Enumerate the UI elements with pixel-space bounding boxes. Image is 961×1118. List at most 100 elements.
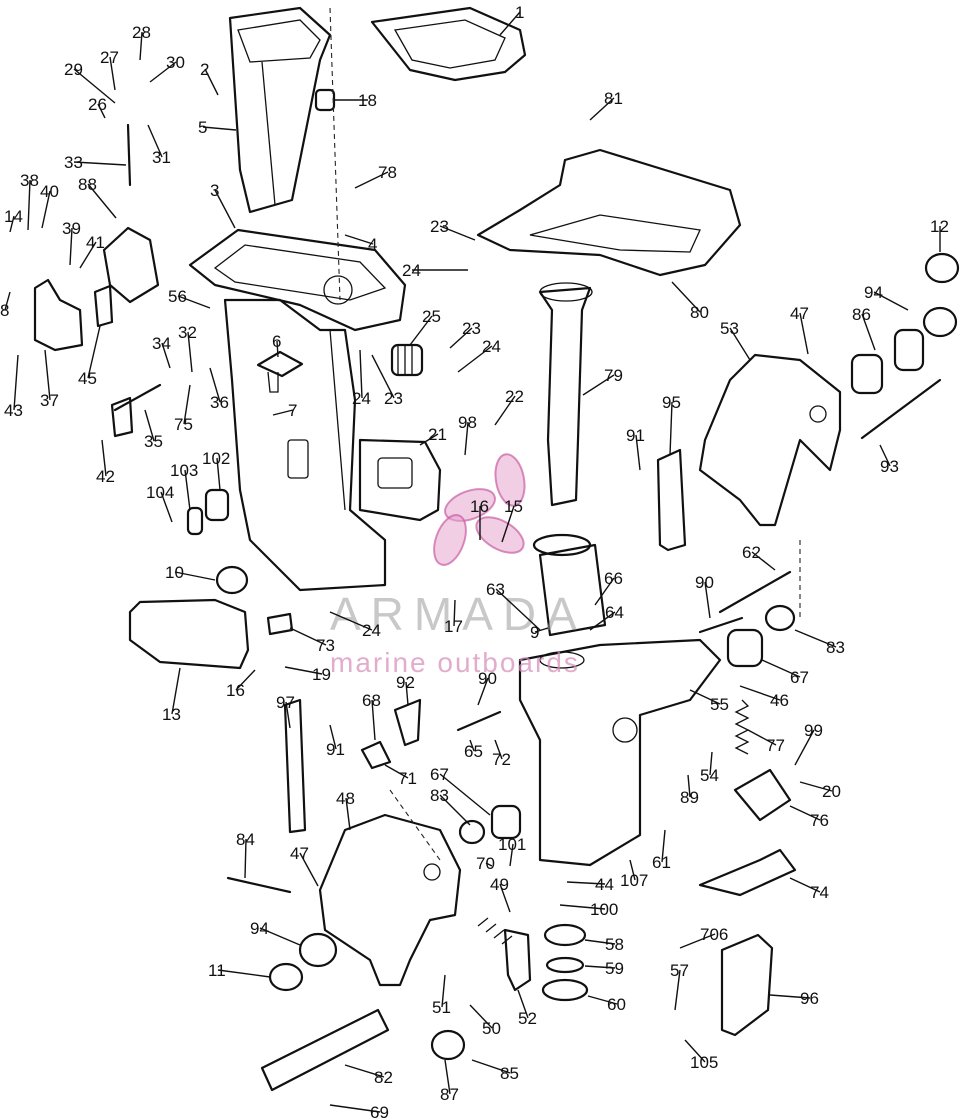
callout-leader-33 bbox=[73, 161, 127, 166]
callout-label-72: 72 bbox=[492, 750, 511, 769]
callout-leader-83b bbox=[439, 794, 471, 826]
part-lever-52 bbox=[503, 928, 532, 992]
part-spring-49 bbox=[477, 917, 513, 945]
part-cover-13 bbox=[128, 598, 250, 670]
callout-label-34: 34 bbox=[152, 334, 171, 353]
callout-label-35: 35 bbox=[144, 432, 163, 451]
part-rod-33 bbox=[126, 123, 132, 187]
part-bushing-67b bbox=[490, 804, 522, 840]
callout-label-42: 42 bbox=[96, 467, 115, 486]
callout-leader-64 bbox=[589, 611, 616, 631]
callout-label-29: 29 bbox=[64, 60, 83, 79]
part-washer-83b bbox=[458, 819, 486, 845]
callout-leader-24d bbox=[329, 611, 373, 631]
callout-leader-51 bbox=[441, 974, 446, 1008]
callout-label-69: 69 bbox=[370, 1103, 389, 1118]
part-gasket-103 bbox=[186, 506, 204, 536]
callout-leader-67b bbox=[439, 773, 491, 816]
callout-leader-16b bbox=[235, 669, 256, 691]
part-ring-59 bbox=[545, 956, 585, 974]
callout-label-79: 79 bbox=[604, 366, 623, 385]
callout-label-65: 65 bbox=[464, 742, 483, 761]
callout-leader-47b bbox=[299, 852, 319, 887]
callout-leader-71 bbox=[384, 764, 409, 779]
part-bushing-73 bbox=[266, 612, 294, 636]
callout-leader-74 bbox=[789, 877, 821, 893]
part-cap-11 bbox=[268, 962, 304, 992]
callout-label-23c: 23 bbox=[462, 319, 481, 338]
part-bracket-96 bbox=[720, 933, 774, 1037]
callout-label-3: 3 bbox=[210, 181, 219, 200]
callout-leader-2 bbox=[204, 68, 219, 96]
callout-leader-81 bbox=[589, 97, 615, 121]
callout-label-89: 89 bbox=[680, 788, 699, 807]
part-gasket-102 bbox=[204, 488, 230, 522]
callout-label-62: 62 bbox=[742, 543, 761, 562]
callout-label-63: 63 bbox=[486, 580, 505, 599]
callout-leader-60 bbox=[587, 995, 618, 1005]
callout-leader-41 bbox=[79, 241, 97, 269]
callout-label-21: 21 bbox=[428, 425, 447, 444]
part-lever-76 bbox=[733, 768, 792, 822]
callout-leader-42 bbox=[101, 439, 107, 477]
part-plug-10 bbox=[215, 565, 249, 595]
callout-leader-23b bbox=[371, 354, 395, 399]
callout-leader-58 bbox=[584, 939, 616, 945]
part-bar-82 bbox=[260, 1008, 390, 1092]
callout-label-103: 103 bbox=[170, 461, 198, 480]
part-bushing-86b bbox=[893, 328, 925, 372]
callout-leader-75 bbox=[183, 384, 191, 425]
callout-label-93: 93 bbox=[880, 457, 899, 476]
part-swivel-bracket-80 bbox=[476, 148, 742, 277]
callout-leader-56 bbox=[177, 295, 211, 309]
parts-line-art bbox=[33, 6, 960, 1092]
callout-leader-102 bbox=[216, 457, 221, 491]
part-lever-92 bbox=[393, 698, 422, 747]
callout-label-24b: 24 bbox=[352, 389, 371, 408]
part-disc-87 bbox=[430, 1029, 466, 1061]
callout-label-23b: 23 bbox=[384, 389, 403, 408]
callout-label-27: 27 bbox=[100, 48, 119, 67]
callout-label-16a: 16 bbox=[470, 497, 489, 516]
callout-label-50: 50 bbox=[482, 1019, 501, 1038]
callout-label-86: 86 bbox=[852, 305, 871, 324]
callout-leader-67a bbox=[761, 659, 801, 678]
callout-label-106: 706 bbox=[700, 925, 728, 944]
callout-label-16b: 16 bbox=[226, 681, 245, 700]
callout-leader-103 bbox=[184, 469, 191, 511]
callout-leader-50 bbox=[469, 1004, 493, 1029]
part-spring-77 bbox=[734, 699, 750, 755]
callout-label-82: 82 bbox=[374, 1068, 393, 1087]
callout-label-94b: 94 bbox=[250, 919, 269, 938]
callout-leader-77 bbox=[747, 729, 777, 746]
callout-leader-106 bbox=[679, 933, 716, 949]
callout-label-77: 77 bbox=[766, 736, 785, 755]
callout-leader-46 bbox=[739, 685, 781, 701]
callout-label-107: 107 bbox=[620, 871, 648, 890]
callout-label-6: 6 bbox=[272, 332, 281, 351]
callout-leader-57 bbox=[674, 969, 681, 1011]
watermark-logo bbox=[433, 453, 526, 566]
callout-label-37: 37 bbox=[40, 391, 59, 410]
callout-leader-15 bbox=[501, 505, 515, 543]
callout-label-58: 58 bbox=[605, 935, 624, 954]
callout-label-54: 54 bbox=[700, 766, 719, 785]
callout-label-81: 81 bbox=[604, 89, 623, 108]
callout-leader-40 bbox=[41, 190, 51, 229]
part-steering-tube-79 bbox=[538, 286, 592, 507]
callout-leader-23a bbox=[439, 225, 476, 241]
callout-leader-9 bbox=[534, 627, 549, 633]
callout-label-96: 96 bbox=[800, 989, 819, 1008]
callout-label-78: 78 bbox=[378, 163, 397, 182]
callout-label-73: 73 bbox=[316, 636, 335, 655]
part-bolt-62 bbox=[718, 570, 792, 614]
callout-label-90b: 90 bbox=[478, 669, 497, 688]
part-bolt-84 bbox=[226, 876, 292, 894]
watermark: ARMADA marine outboards bbox=[330, 453, 578, 678]
part-spring-25 bbox=[390, 343, 424, 377]
callout-label-51: 51 bbox=[432, 998, 451, 1017]
part-adapter-plate bbox=[188, 228, 407, 332]
callout-label-19: 19 bbox=[312, 665, 331, 684]
